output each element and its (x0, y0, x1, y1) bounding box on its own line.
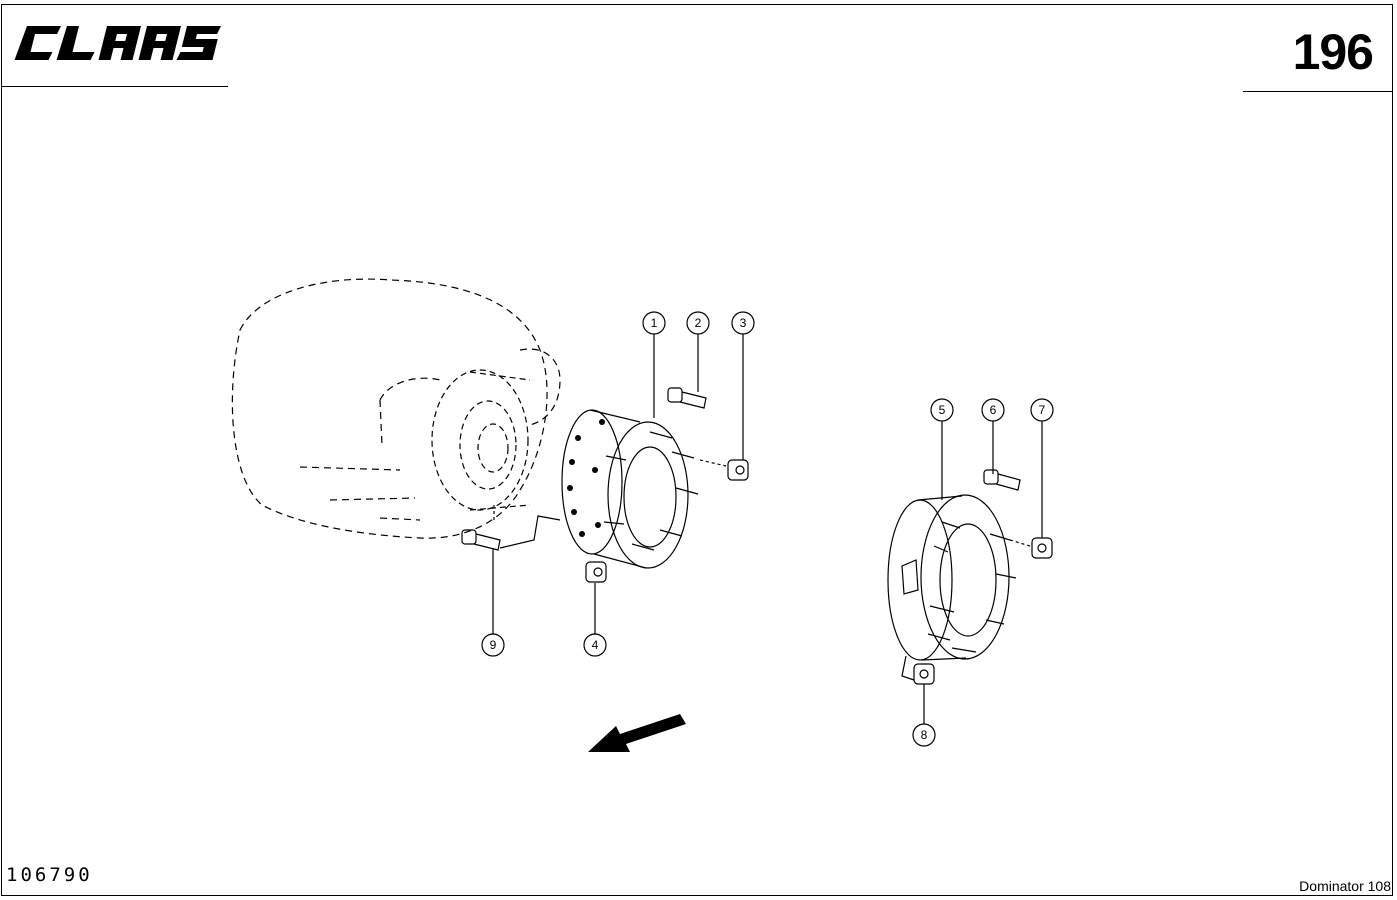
callout-9: 9 (481, 633, 505, 657)
header-rule-right (1243, 91, 1393, 92)
callout-5: 5 (930, 398, 954, 422)
callout-8-label: 8 (921, 728, 928, 742)
machine-model: Dominator 108 (1299, 878, 1391, 894)
bolt-part-2 (667, 387, 707, 409)
nut-part-4 (585, 561, 607, 583)
callout-8: 8 (912, 723, 936, 747)
callout-4-label: 4 (592, 638, 599, 652)
bolt-part-6 (983, 469, 1021, 491)
drawing-number: 106790 (6, 864, 93, 886)
callout-5-label: 5 (939, 403, 946, 417)
nut-part-8 (913, 663, 935, 685)
bolt-part-9 (461, 505, 561, 551)
nut-part-3 (699, 459, 749, 481)
leader-lines (492, 334, 1043, 724)
wheel-spacer-1 (561, 409, 699, 569)
callout-7: 7 (1030, 398, 1054, 422)
nut-part-7 (1009, 537, 1053, 559)
callout-7-label: 7 (1039, 403, 1046, 417)
callout-6: 6 (981, 398, 1005, 422)
callout-9-label: 9 (490, 638, 497, 652)
wheel-tyre-outline (231, 278, 561, 539)
header-rule-left (2, 86, 228, 87)
callout-3-label: 3 (740, 316, 747, 330)
callout-2: 2 (686, 311, 710, 335)
direction-arrow (588, 714, 686, 752)
callout-1-label: 1 (651, 316, 658, 330)
page-number: 196 (1292, 24, 1374, 80)
callout-3: 3 (731, 311, 755, 335)
callout-6-label: 6 (990, 403, 997, 417)
callout-1: 1 (642, 311, 666, 335)
wheel-hub-outline (431, 369, 531, 511)
claas-logo (14, 26, 222, 60)
callout-2-label: 2 (695, 316, 702, 330)
wheel-spacer-5 (887, 494, 1017, 681)
page-border (1, 4, 1393, 896)
callout-4: 4 (583, 633, 607, 657)
